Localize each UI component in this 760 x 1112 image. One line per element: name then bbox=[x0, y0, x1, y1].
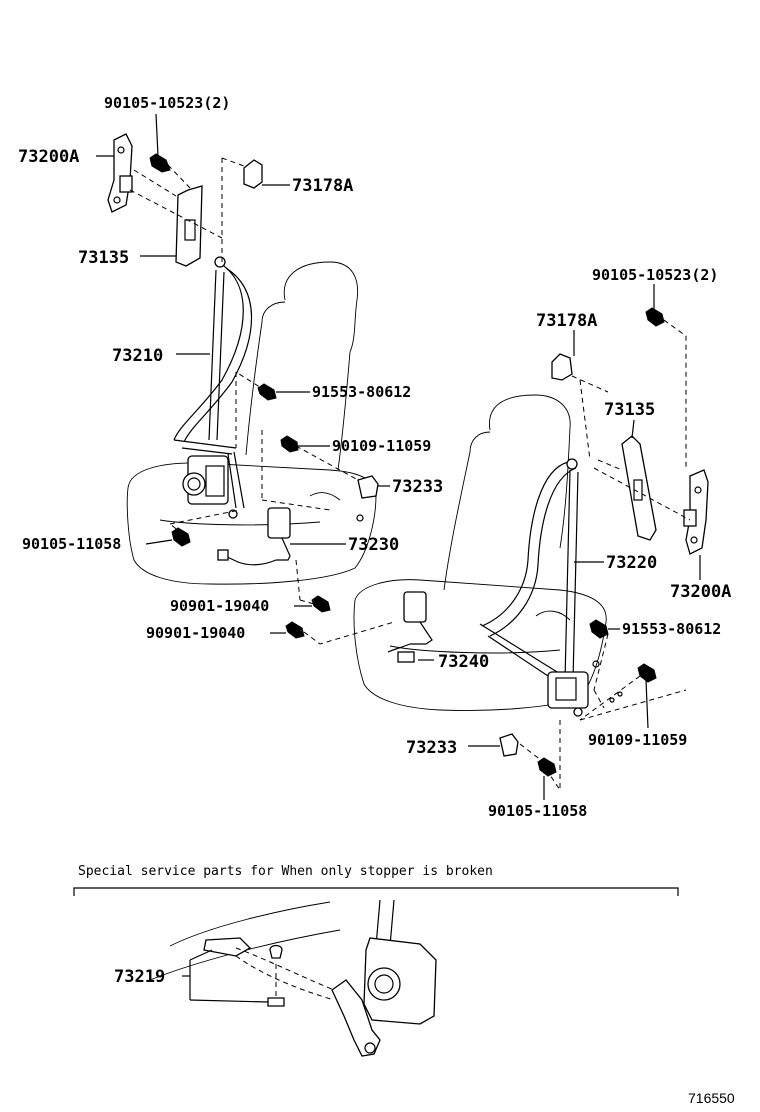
label-right-73178A: 73178A bbox=[536, 311, 597, 331]
label-right-73233: 73233 bbox=[406, 738, 457, 758]
label-left-73210: 73210 bbox=[112, 346, 163, 366]
left-bolt-90901-19040-a bbox=[311, 595, 331, 613]
label-right-73200A: 73200A bbox=[670, 582, 731, 602]
right-buckle-73240 bbox=[387, 591, 433, 663]
label-left-73230: 73230 bbox=[348, 535, 399, 555]
label-left-90109-11059: 90109-11059 bbox=[332, 437, 431, 455]
label-right-90105-10523: 90105-10523(2) bbox=[592, 266, 718, 284]
label-left-73135: 73135 bbox=[78, 248, 129, 268]
leader-lines bbox=[96, 113, 701, 800]
part-labels: 90105-10523(2) 73200A 73178A 73135 73210… bbox=[18, 94, 731, 820]
label-right-73220: 73220 bbox=[606, 553, 657, 573]
label-left-90901-19040-a: 90901-19040 bbox=[170, 597, 269, 615]
left-guide-lines bbox=[129, 157, 395, 645]
figure-number: 716550 bbox=[688, 1090, 735, 1106]
detail-bracket-line bbox=[73, 887, 679, 896]
label-left-73178A: 73178A bbox=[292, 176, 353, 196]
left-anchor-73200A bbox=[107, 133, 133, 213]
right-bolt-90109-11059 bbox=[637, 663, 657, 683]
label-left-73200A: 73200A bbox=[18, 147, 79, 167]
left-retractor bbox=[182, 455, 238, 519]
right-bolt-91553-80612 bbox=[589, 619, 609, 639]
left-buckle-73230 bbox=[217, 507, 291, 566]
label-right-91553-80612: 91553-80612 bbox=[622, 620, 721, 638]
left-bolt-90109-11059 bbox=[280, 435, 299, 453]
right-bolt-90105-10523 bbox=[645, 307, 665, 327]
left-bolt-91553-80612 bbox=[257, 383, 277, 401]
left-clip-73178A bbox=[243, 159, 263, 189]
right-bolt-90105-11058 bbox=[537, 757, 557, 777]
label-left-90901-19040-b: 90901-19040 bbox=[146, 624, 245, 642]
left-belt-webbing bbox=[173, 256, 253, 509]
label-left-90105-11058: 90105-11058 bbox=[22, 535, 121, 553]
label-left-90105-10523: 90105-10523(2) bbox=[104, 94, 230, 112]
label-right-90105-11058: 90105-11058 bbox=[488, 802, 587, 820]
left-cover-73135 bbox=[175, 185, 203, 267]
special-service-note: Special service parts for When only stop… bbox=[78, 864, 493, 879]
left-bolt-90901-19040-b bbox=[285, 621, 305, 639]
right-guide-lines bbox=[519, 319, 691, 792]
label-right-73135: 73135 bbox=[604, 400, 655, 420]
left-cap-73233 bbox=[357, 475, 379, 499]
left-bolt-90105-11058 bbox=[171, 527, 191, 547]
right-anchor-73200A bbox=[683, 469, 709, 555]
detail-stopper-assembly bbox=[149, 899, 437, 1057]
right-belt-webbing bbox=[479, 458, 579, 689]
label-left-91553-80612: 91553-80612 bbox=[312, 383, 411, 401]
label-left-73233: 73233 bbox=[392, 477, 443, 497]
right-clip-73178A bbox=[551, 353, 573, 381]
left-bolt-90105-10523 bbox=[149, 153, 171, 173]
right-cap-73233 bbox=[499, 733, 519, 757]
label-right-90109-11059: 90109-11059 bbox=[588, 731, 687, 749]
label-right-73240: 73240 bbox=[438, 652, 489, 672]
right-retractor bbox=[547, 671, 589, 717]
right-cover-73135 bbox=[621, 435, 657, 541]
detail-leader-73219 bbox=[182, 949, 269, 1003]
label-detail-73219: 73219 bbox=[114, 967, 165, 987]
